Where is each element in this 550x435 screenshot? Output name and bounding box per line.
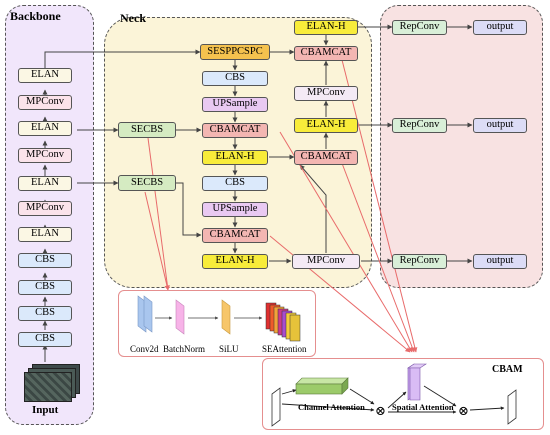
- neck-upsample-1: UPSample: [202, 97, 268, 112]
- edge: [44, 49, 201, 75]
- conv2d-label: Conv2d: [130, 344, 159, 354]
- highlight-arrow: [339, 51, 418, 353]
- neck-title: Neck: [120, 11, 146, 25]
- highlight-arrow: [339, 157, 415, 353]
- head-output-1: output: [473, 20, 527, 35]
- neck-mpconv-2: MPConv: [292, 254, 360, 269]
- backbone-elan-1: ELAN: [18, 68, 72, 83]
- backbone-cbs-4: CBS: [18, 332, 72, 347]
- backbone-title: Backbone: [10, 9, 61, 23]
- input-image-stack: [24, 364, 80, 402]
- silu-label: SiLU: [219, 344, 239, 354]
- seattention-label: SEAttention: [262, 344, 307, 354]
- neck-cbamcat-4: CBAMCAT: [294, 150, 358, 165]
- backbone-elan-4: ELAN: [18, 227, 72, 242]
- head-output-2: output: [473, 118, 527, 133]
- backbone-mpconv-3: MPConv: [18, 201, 72, 216]
- neck-secbs-1: SECBS: [118, 122, 176, 138]
- highlight-arrow: [147, 137, 170, 291]
- neck-elanh-4: ELAN-H: [294, 118, 358, 133]
- backbone-elan-3: ELAN: [18, 176, 72, 191]
- neck-elanh-3: ELAN-H: [294, 20, 358, 35]
- input-label: Input: [32, 404, 59, 416]
- cbam-title: CBAM: [492, 364, 523, 375]
- highlight-arrow: [279, 131, 413, 353]
- backbone-mpconv-2: MPConv: [18, 148, 72, 163]
- neck-elanh-1: ELAN-H: [202, 150, 268, 165]
- backbone-elan-2: ELAN: [18, 121, 72, 136]
- head-repconv-3: RepConv: [392, 254, 447, 269]
- backbone-mpconv-1: MPConv: [18, 95, 72, 110]
- spatial-attention-label: Spatial Attention: [392, 402, 454, 412]
- edge: [299, 164, 327, 253]
- cbam-multiply-2: ⊗: [458, 403, 469, 418]
- neck-cbs-2: CBS: [202, 176, 268, 191]
- neck-cbamcat-2: CBAMCAT: [202, 228, 268, 243]
- channel-attention-label: Channel Attention: [298, 402, 365, 412]
- neck-cbamcat-3: CBAMCAT: [294, 46, 358, 61]
- backbone-cbs-1: CBS: [18, 253, 72, 268]
- neck-mpconv-1: MPConv: [294, 86, 358, 101]
- head-repconv-1: RepConv: [392, 20, 447, 35]
- backbone-cbs-2: CBS: [18, 280, 72, 295]
- backbone-cbs-3: CBS: [18, 306, 72, 321]
- head-repconv-2: RepConv: [392, 118, 447, 133]
- neck-cbamcat-1: CBAMCAT: [202, 123, 268, 138]
- highlight-arrow: [144, 191, 170, 291]
- neck-sesppcspc: SESPPCSPC: [200, 44, 270, 60]
- batchnorm-label: BatchNorm: [163, 344, 205, 354]
- cbam-multiply-1: ⊗: [375, 403, 386, 418]
- neck-secbs-2: SECBS: [118, 175, 176, 191]
- head-region: [380, 5, 543, 288]
- neck-upsample-2: UPSample: [202, 202, 268, 217]
- neck-cbs-1: CBS: [202, 71, 268, 86]
- head-output-3: output: [473, 254, 527, 269]
- neck-elanh-2: ELAN-H: [202, 254, 268, 269]
